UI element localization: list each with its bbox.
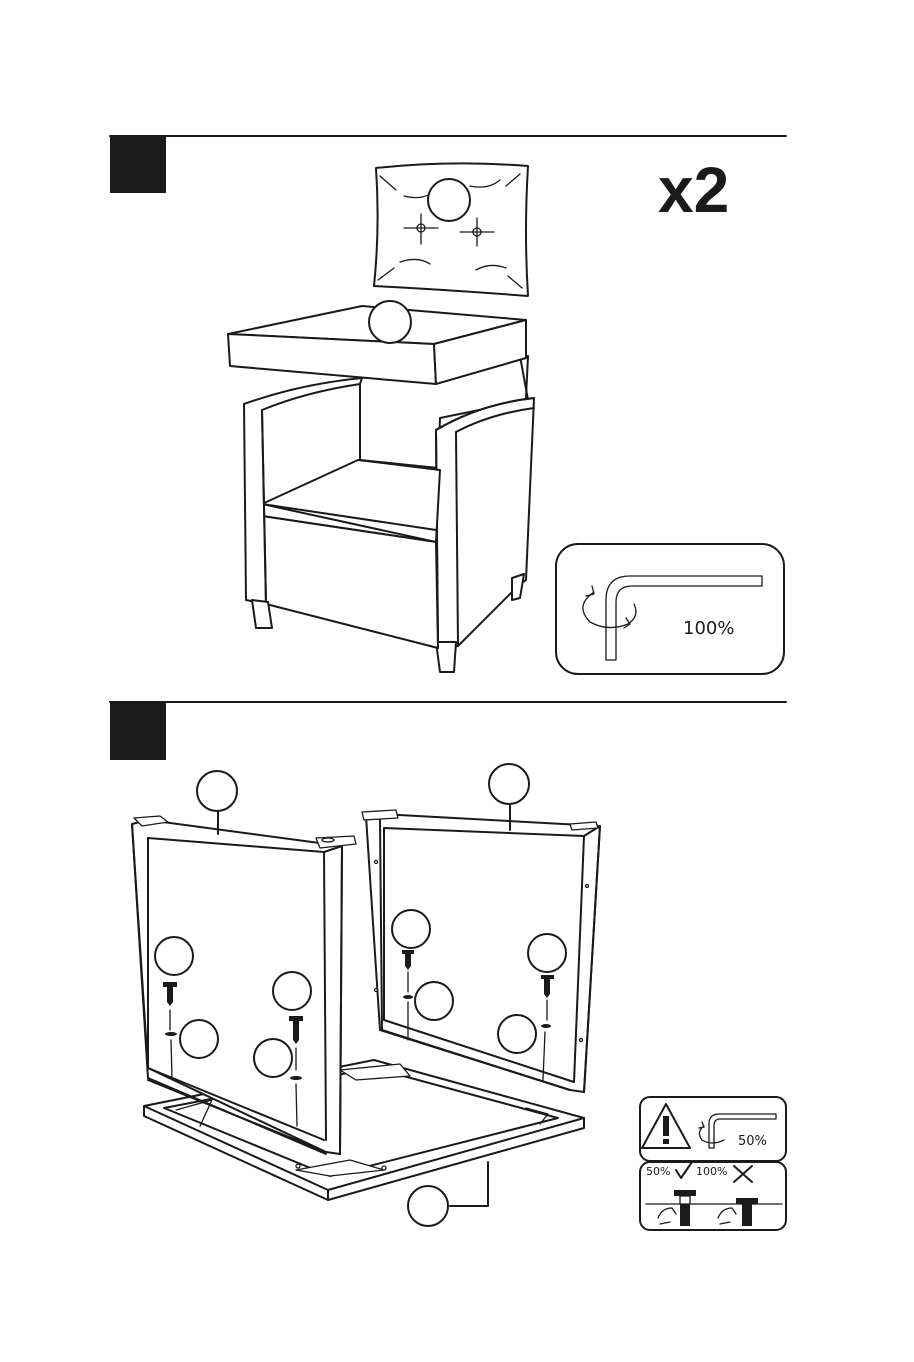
warning-tightness-label: 50% [738,1134,767,1149]
part-callout-cushion [369,301,411,343]
correct-tightness-label: 50% [646,1165,670,1178]
part-callout-pillow [428,179,470,221]
step-1-number-block [110,135,166,193]
step-1: x2 [110,135,786,674]
part-callout-bolt [273,972,311,1010]
part-callout-bolt [392,910,430,948]
washer [165,1032,177,1036]
step-2: 50% 50% 100% [110,702,786,1230]
part-callout-right-frame [489,764,529,804]
part-callout-washer [498,1015,536,1053]
washer [290,1076,302,1080]
part-callout-washer [415,982,453,1020]
pillow [374,163,528,296]
part-callout-base [408,1186,448,1226]
chair-frame [244,356,534,672]
part-callout-bolt [528,934,566,972]
tool-panel: 100% [556,544,784,674]
seat-cushion [228,301,526,384]
incorrect-tightness-label: 100% [696,1165,727,1178]
washer [403,995,413,999]
step-2-number-block [110,702,166,760]
part-callout-washer [180,1020,218,1058]
quantity-label: x2 [658,154,729,226]
tool-tightness-label: 100% [683,618,734,639]
part-callout-washer [254,1039,292,1077]
warning-panel: 50% 50% 100% [640,1097,786,1230]
washer [541,1024,551,1028]
part-callout-left-frame [197,771,237,811]
part-callout-bolt [155,937,193,975]
